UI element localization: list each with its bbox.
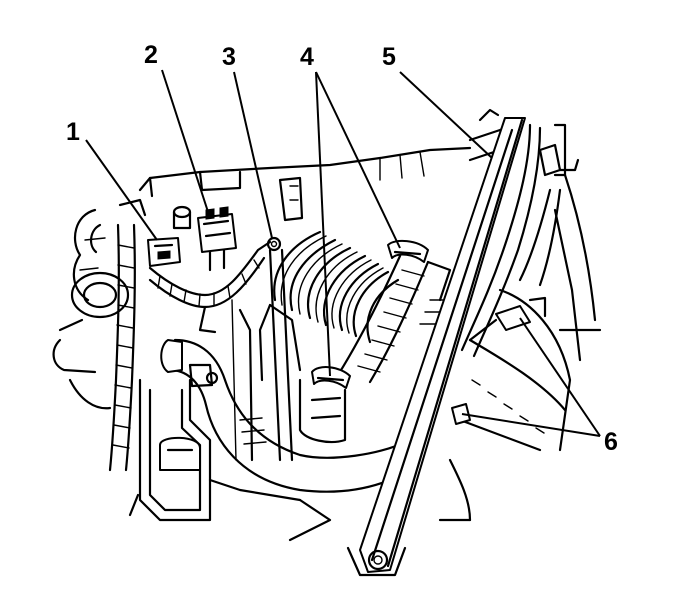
leader-2 (161, 69, 211, 219)
callout-label-6: 6 (604, 428, 618, 456)
engine-line-art (52, 108, 602, 577)
leader-lines (85, 69, 601, 437)
callout-label-4: 4 (300, 43, 314, 71)
leader-1 (85, 139, 158, 241)
callout-labels: 1 2 3 4 5 6 (66, 41, 618, 456)
callout-label-1: 1 (66, 118, 80, 146)
leader-6a (519, 317, 601, 437)
callout-label-2: 2 (144, 41, 158, 69)
callout-label-3: 3 (222, 43, 236, 71)
leader-6b (461, 413, 601, 437)
leader-4a (315, 71, 401, 249)
leader-4b (315, 71, 331, 377)
leader-5 (399, 71, 493, 159)
callout-label-5: 5 (382, 43, 396, 71)
leader-3 (233, 71, 273, 239)
